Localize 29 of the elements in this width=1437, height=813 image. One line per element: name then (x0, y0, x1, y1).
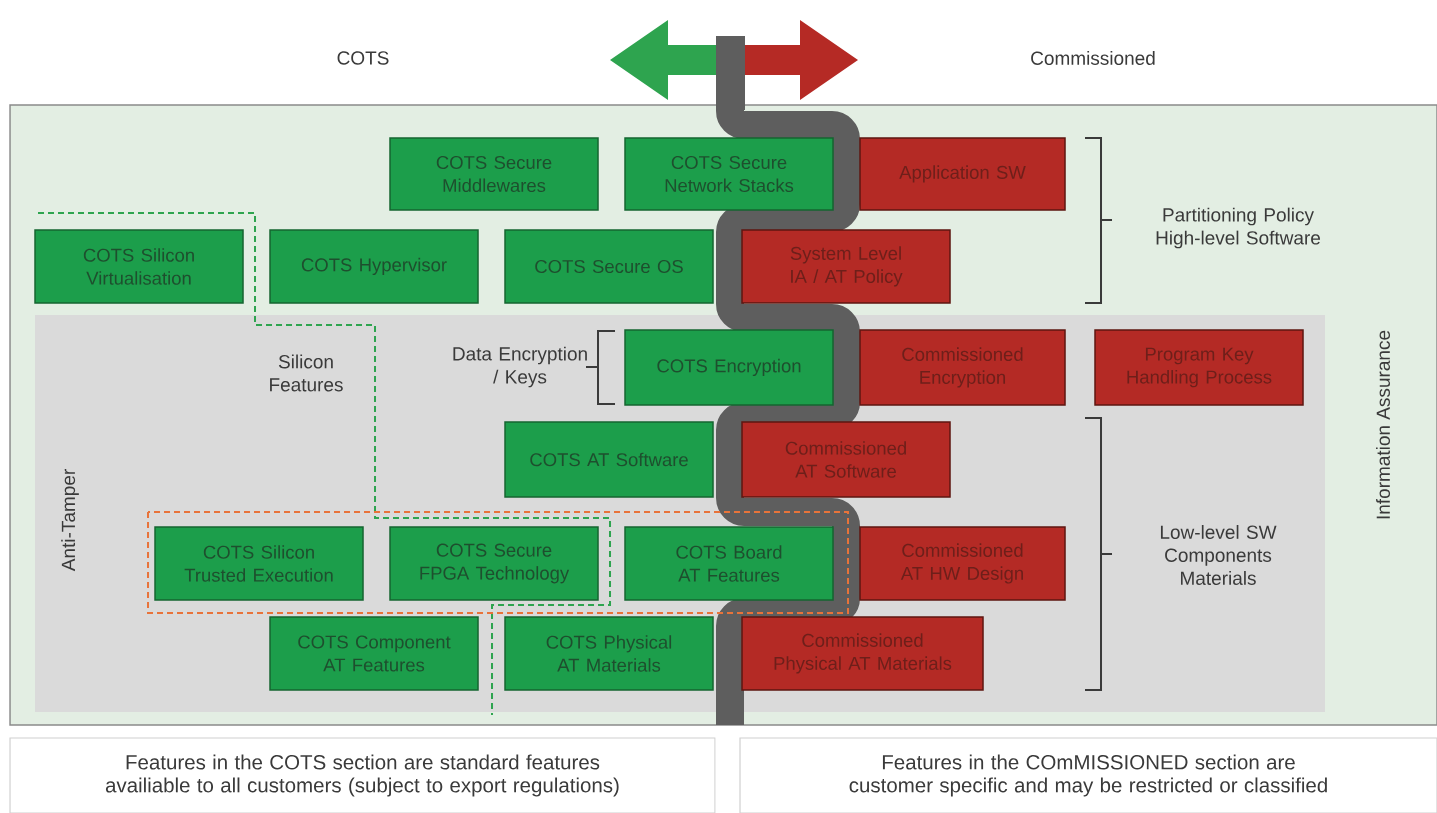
commissioned-feature-box: Application SW (859, 137, 1066, 211)
commissioned-feature-box: Commissioned Encryption (859, 329, 1066, 406)
commissioned-feature-box: Commissioned AT HW Design (859, 526, 1066, 601)
cots-feature-box: COTS Secure Middlewares (389, 137, 599, 211)
caption-box: Features in the COmMISSIONED section are customer specific and may be restricted or classified (739, 737, 1437, 813)
group-label: Data Encryption / Keys (453, 346, 587, 388)
group-label: Low-level SW Components Materials (1160, 525, 1277, 585)
cots-feature-box: COTS Secure Network Stacks (624, 137, 834, 211)
section-heading: COTS (337, 51, 389, 65)
commissioned-feature-box: Program Key Handling Process (1094, 329, 1304, 406)
panel-label: Information Assurance (1376, 330, 1390, 519)
cots-feature-box: COTS AT Software (504, 421, 714, 498)
cots-feature-box: COTS Silicon Virtualisation (34, 229, 244, 304)
caption-box: Features in the COTS section are standard features availiable to all customers (subject to export regulations) (9, 737, 716, 813)
cots-feature-box: COTS Physical AT Materials (504, 616, 714, 691)
commissioned-feature-box: System Level IA / AT Policy (741, 229, 951, 304)
cots-feature-box: COTS Hypervisor (269, 229, 479, 304)
commissioned-feature-box: Commissioned AT Software (741, 421, 951, 498)
group-label: Partitioning Policy High-level Software (1156, 207, 1321, 249)
commissioned-feature-box: Commissioned Physical AT Materials (741, 616, 984, 691)
cots-feature-box: COTS Silicon Trusted Execution (154, 526, 364, 601)
cots-feature-box: COTS Board AT Features (624, 526, 834, 601)
cots-feature-box: COTS Secure OS (504, 229, 714, 304)
cots-feature-box: COTS Encryption (624, 329, 834, 406)
group-label: Silicon Features (270, 354, 343, 392)
cots-feature-box: COTS Secure FPGA Technology (389, 526, 599, 601)
cots-feature-box: COTS Component AT Features (269, 616, 479, 691)
section-heading: Commissioned (1031, 51, 1155, 65)
panel-label: Anti-Tamper (61, 469, 79, 572)
